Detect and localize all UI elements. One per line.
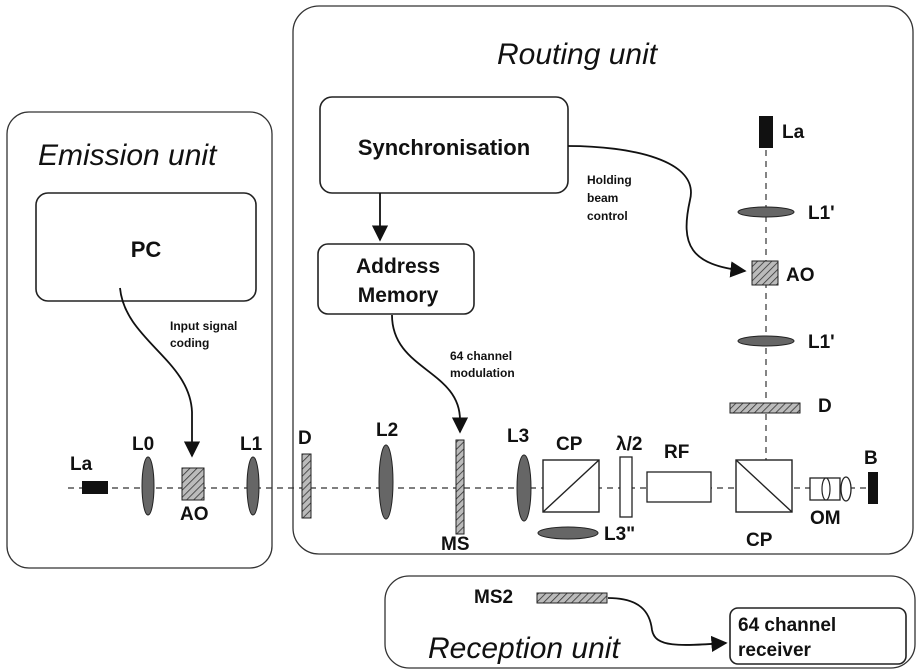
la-left-label: La [70,454,93,475]
ao-modulator-left [181,467,205,501]
ao-modulator-right [751,260,779,286]
lens-l1p-top [737,206,795,218]
om-label: OM [810,508,841,529]
address-label: Address [356,255,440,278]
mask-ms [455,439,465,535]
lens-l0 [141,456,155,516]
half-wave-label: λ/2 [616,434,642,455]
l1p-top-label: L1' [808,203,835,224]
receiver-box [729,607,907,665]
l1p-bottom-label: L1' [808,332,835,353]
coding-label: coding [170,336,209,350]
lens-l1p-bottom [737,335,795,347]
cp-left-label: CP [556,434,583,455]
emission-unit-title: Emission unit [38,139,218,172]
cp-right-label: CP [746,530,773,551]
pc-to-ao-arrow [119,287,201,458]
microscope-objective-om [809,476,852,502]
b-label: B [864,448,878,469]
modulation-line2-label: modulation [450,366,515,380]
cube-polarizer-right-diagonal [735,459,793,513]
receiver-line1: 64 channel [738,615,836,636]
input-signal-label: Input signal [170,319,237,333]
d-right-label: D [818,396,832,417]
address-to-ms-arrow [391,314,469,434]
reception-unit-frame [384,575,916,669]
beam-block-b [868,472,878,504]
synchronisation-box [319,96,569,194]
half-wave-plate [619,456,633,518]
la-top-label: La [782,122,805,143]
laser-top [759,116,773,148]
pc-label: PC [131,237,162,262]
rf-element [646,471,712,503]
laser-left [82,481,108,494]
reception-unit-title: Reception unit [428,632,621,665]
d-left-label: D [298,428,312,449]
lens-l1 [246,456,260,516]
routing-unit-title: Routing unit [497,38,659,71]
holding-label: Holding [587,173,632,187]
l3-label: L3 [507,426,529,447]
emission-unit-frame [6,111,273,569]
lens-l2 [378,444,394,520]
control-label: control [587,209,628,223]
routing-unit-frame [292,5,914,555]
ao-right-label: AO [786,265,815,286]
diaphragm-left [301,453,312,519]
cube-polarizer-left-diagonal [542,459,600,513]
sync-to-ao-arrow [567,145,747,278]
ms-label: MS [441,534,470,555]
ms2-to-receiver-arrow [607,597,728,653]
address-memory-box [317,243,475,315]
pc-box [35,192,257,302]
lens-l3pp [537,526,599,540]
receiver-line2: receiver [738,640,812,661]
l0-label: L0 [132,434,154,455]
l2-label: L2 [376,420,398,441]
l1-label: L1 [240,434,263,455]
ao-left-label: AO [180,504,209,525]
beam-label: beam [587,191,618,205]
l3pp-label: L3" [604,524,635,545]
rf-label: RF [664,442,689,463]
synchronisation-label: Synchronisation [358,135,530,160]
modulation-line1-label: 64 channel [450,349,512,363]
ms2-label: MS2 [474,587,513,608]
memory-label: Memory [358,284,439,307]
lens-l3 [516,454,532,522]
mask-ms2 [536,592,608,604]
diaphragm-right [729,402,801,414]
